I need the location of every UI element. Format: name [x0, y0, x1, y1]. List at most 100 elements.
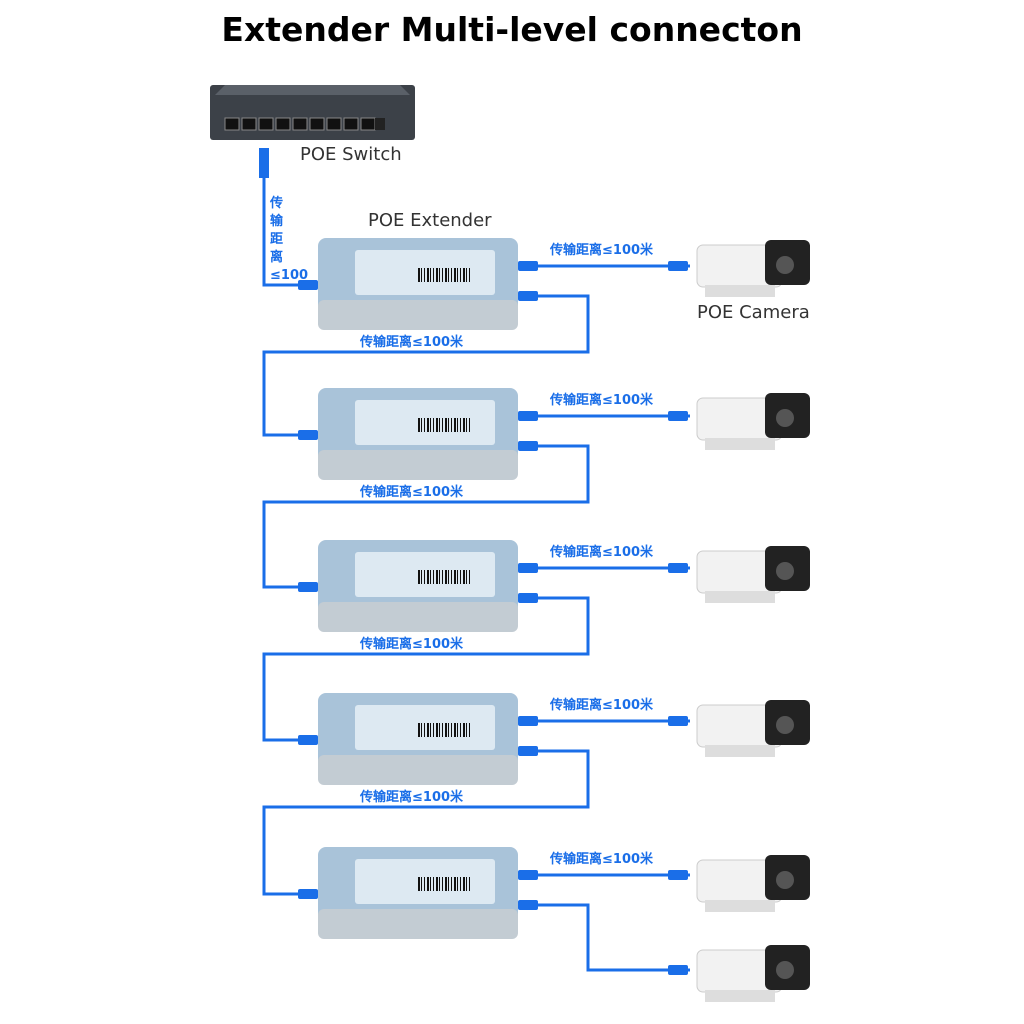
barcode-bar — [460, 570, 461, 584]
barcode-bar — [430, 570, 431, 584]
distance-label: 传输距离≤100米 — [550, 393, 654, 408]
barcode-bar — [436, 570, 438, 584]
barcode-bar — [463, 723, 465, 737]
barcode-bar — [433, 418, 434, 432]
camera-body-bottom — [705, 438, 775, 450]
output-plug — [518, 746, 538, 756]
barcode-bar — [454, 877, 456, 891]
barcode-bar — [463, 268, 465, 282]
barcode-bar — [427, 723, 429, 737]
barcode-bar — [436, 877, 438, 891]
switch-top — [215, 85, 410, 95]
rj45-plug — [259, 148, 269, 178]
barcode-bar — [454, 570, 456, 584]
cable-to-next-extender — [262, 596, 590, 742]
barcode-bar — [460, 877, 461, 891]
barcode-bar — [430, 877, 431, 891]
camera-lens — [776, 716, 794, 734]
output-plug — [518, 291, 538, 301]
diagram-title: Extender Multi-level connecton — [221, 10, 803, 49]
barcode-bar — [463, 418, 465, 432]
char: 离 — [270, 250, 284, 265]
barcode-bar — [463, 877, 465, 891]
switch-label: POE Switch — [300, 144, 402, 165]
barcode-bar — [463, 570, 465, 584]
barcode-bar — [427, 877, 429, 891]
barcode-bar — [469, 723, 470, 737]
barcode-bar — [439, 877, 440, 891]
camera-port-plug — [518, 411, 538, 421]
camera-plug — [668, 965, 688, 975]
extender-label: POE Extender — [368, 210, 492, 231]
barcode-bar — [448, 877, 449, 891]
switch-port — [241, 117, 257, 131]
barcode-bar — [418, 570, 420, 584]
camera-body-bottom — [705, 745, 775, 757]
barcode-bar — [445, 877, 447, 891]
switch-port — [224, 117, 240, 131]
input-plug — [298, 889, 318, 899]
barcode-bar — [457, 268, 458, 282]
barcode-bar — [436, 268, 438, 282]
switch-port — [292, 117, 308, 131]
barcode-bar — [454, 268, 456, 282]
barcode-bar — [427, 570, 429, 584]
barcode-bar — [448, 570, 449, 584]
barcode-bar — [418, 418, 420, 432]
distance-label: 传输距离≤100米 — [550, 243, 654, 258]
switch-port — [343, 117, 359, 131]
cable-switch-to-extender — [262, 150, 300, 287]
barcode-bar — [451, 418, 452, 432]
camera-lens — [776, 871, 794, 889]
barcode-bar — [427, 268, 429, 282]
distance-label: 传输距离≤100米 — [550, 852, 654, 867]
output-plug — [518, 441, 538, 451]
barcode-bar — [460, 723, 461, 737]
barcode-bar — [424, 418, 425, 432]
camera-plug — [668, 261, 688, 271]
barcode-bar — [466, 877, 467, 891]
barcode-bar — [427, 418, 429, 432]
camera-body-bottom — [705, 990, 775, 1002]
camera-port-plug — [518, 261, 538, 271]
barcode-bar — [466, 418, 467, 432]
barcode-bar — [424, 877, 425, 891]
barcode-bar — [466, 268, 467, 282]
camera-lens — [776, 256, 794, 274]
camera-body-bottom — [705, 591, 775, 603]
barcode-bar — [469, 418, 470, 432]
barcode-bar — [445, 418, 447, 432]
barcode-bar — [436, 418, 438, 432]
char: 输 — [270, 214, 284, 229]
camera-body-bottom — [705, 900, 775, 912]
input-plug — [298, 280, 318, 290]
barcode-bar — [418, 877, 420, 891]
barcode-bar — [430, 418, 431, 432]
camera-plug — [668, 716, 688, 726]
barcode-bar — [439, 268, 440, 282]
camera-plug — [668, 411, 688, 421]
barcode-bar — [448, 268, 449, 282]
cable-to-next-extender — [262, 294, 590, 437]
distance-label: 传输距离≤100米 — [360, 637, 464, 652]
switch-port — [326, 117, 342, 131]
switch-port — [275, 117, 291, 131]
char: 传 — [270, 196, 284, 211]
barcode-bar — [448, 723, 449, 737]
input-plug — [298, 582, 318, 592]
barcode-bar — [421, 877, 422, 891]
barcode-bar — [418, 268, 420, 282]
barcode-bar — [433, 570, 434, 584]
camera-lens — [776, 409, 794, 427]
distance-label: 传输距离≤100米 — [550, 545, 654, 560]
barcode-bar — [424, 723, 425, 737]
barcode-bar — [451, 268, 452, 282]
barcode-bar — [442, 723, 443, 737]
barcode-bar — [457, 877, 458, 891]
barcode-bar — [421, 570, 422, 584]
barcode-bar — [457, 570, 458, 584]
barcode-bar — [460, 418, 461, 432]
output-plug — [518, 900, 538, 910]
